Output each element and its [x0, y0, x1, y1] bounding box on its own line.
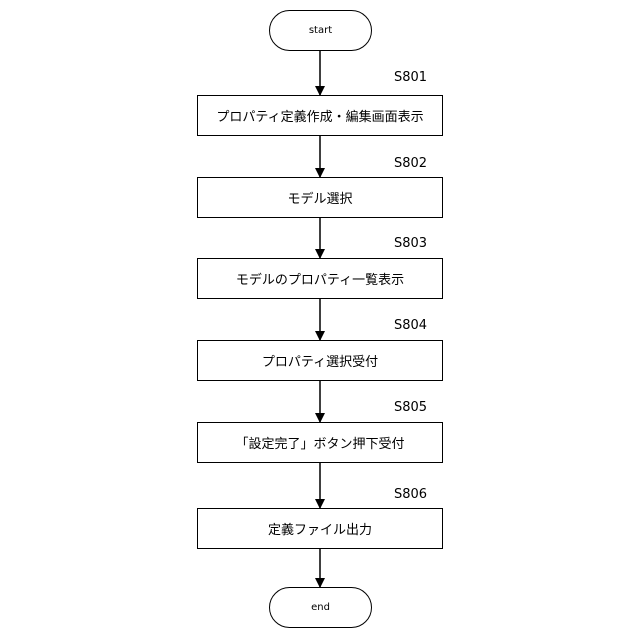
- step-id-s804: S804: [394, 318, 427, 334]
- start-label: start: [309, 25, 332, 36]
- process-box-s804: プロパティ選択受付: [197, 340, 443, 381]
- process-text-s806: 定義ファイル出力: [268, 519, 372, 538]
- end-terminal: end: [269, 587, 372, 628]
- start-terminal: start: [269, 10, 372, 51]
- step-id-s803: S803: [394, 236, 427, 252]
- process-text-s802: モデル選択: [287, 188, 352, 207]
- process-box-s803: モデルのプロパティ一覧表示: [197, 258, 443, 299]
- step-id-s801: S801: [394, 70, 427, 86]
- step-id-s805: S805: [394, 400, 427, 416]
- step-id-s806: S806: [394, 487, 427, 503]
- process-box-s802: モデル選択: [197, 177, 443, 218]
- process-text-s804: プロパティ選択受付: [262, 351, 378, 370]
- process-text-s801: プロパティ定義作成・編集画面表示: [216, 106, 423, 125]
- process-text-s803: モデルのプロパティ一覧表示: [236, 269, 404, 288]
- end-label: end: [311, 602, 330, 613]
- step-id-s802: S802: [394, 156, 427, 172]
- process-text-s805: 「設定完了」ボタン押下受付: [235, 433, 404, 452]
- process-box-s805: 「設定完了」ボタン押下受付: [197, 422, 443, 463]
- process-box-s801: プロパティ定義作成・編集画面表示: [197, 95, 443, 136]
- process-box-s806: 定義ファイル出力: [197, 508, 443, 549]
